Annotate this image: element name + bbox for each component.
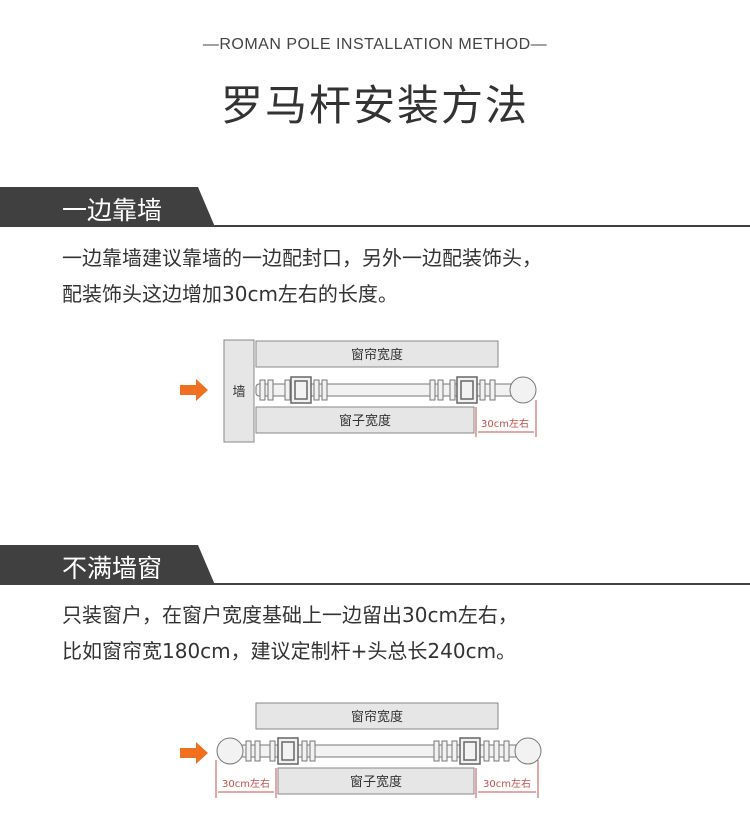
window-width-box [277,767,475,795]
section-heading: 一边靠墙 [62,196,163,225]
pole-brackets [277,737,481,765]
curtain-width-box [255,702,499,730]
section-divider [0,583,750,585]
description-line: 配装饰头这边增加30cm左右的长度。 [62,282,398,306]
wall-label: 墙 [232,385,245,400]
extra-length-label: 30cm左右 [481,417,529,430]
finial-ball-icon [216,737,244,765]
section-header-wall: 一边靠墙 [0,187,750,227]
page-title: 罗马杆安装方法 [220,81,529,130]
extra-right-measure [475,760,539,798]
finial-ball-icon [509,376,537,404]
window-width-label: 窗子宽度 [339,413,391,429]
extra-right-label: 30cm左右 [483,777,531,790]
extra-length-measure [475,400,537,437]
pole-rings [245,740,510,762]
section-header-bar [0,545,215,585]
extra-left-label: 30cm左右 [222,777,270,790]
section-header-window: 不满墙窗 [0,545,750,585]
finial-ball-icon [514,737,542,765]
pole-brackets [290,376,478,404]
orange-arrow-icon [180,742,208,764]
pole-rings [259,379,496,401]
curtain-width-box [255,340,499,368]
window-width-label: 窗子宽度 [350,774,402,790]
section-divider [0,225,750,227]
section-header-bar [0,187,215,227]
section-description: 一边靠墙建议靠墙的一边配封口，另外一边配装饰头， 配装饰头这边增加30cm左右的… [62,240,542,312]
orange-arrow-icon [180,379,208,401]
curtain-width-label: 窗帘宽度 [351,347,403,363]
wall-block [223,339,255,443]
curtain-width-label: 窗帘宽度 [351,709,403,725]
section-description: 只装窗户，在窗户宽度基础上一边留出30cm左右， 比如窗帘宽180cm，建议定制… [62,597,518,669]
description-line: 只装窗户，在窗户宽度基础上一边留出30cm左右， [62,603,518,627]
page-subtitle: —ROMAN POLE INSTALLATION METHOD— [202,36,548,53]
window-width-box [255,406,475,434]
description-line: 一边靠墙建议靠墙的一边配封口，另外一边配装饰头， [62,246,542,270]
section-heading: 不满墙窗 [62,554,163,583]
description-line: 比如窗帘宽180cm，建议定制杆+头总长240cm。 [62,639,517,663]
extra-left-measure [215,760,277,798]
